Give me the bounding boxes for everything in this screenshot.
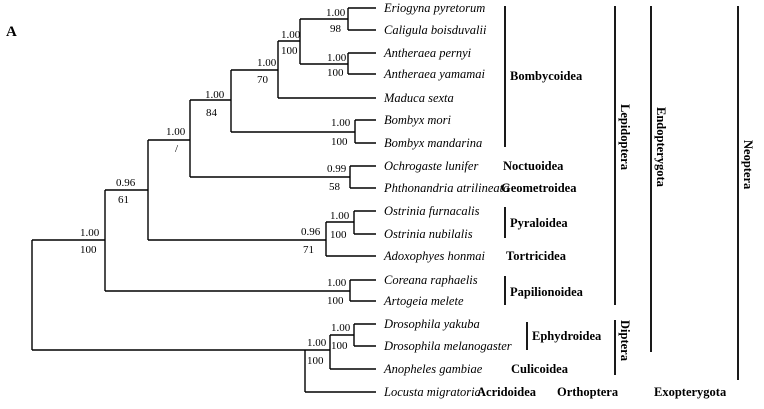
bootstrap-value: /: [175, 143, 179, 155]
order-groups: Lepidoptera Diptera Orthoptera: [557, 6, 632, 399]
bootstrap-value: 100: [331, 136, 348, 148]
bootstrap-value: 100: [307, 355, 324, 367]
superfamily-label: Tortricidea: [506, 249, 567, 263]
taxon-label: Drosophila melanogaster: [383, 339, 512, 353]
posterior-probability: 0.96: [116, 177, 136, 189]
superfamily-label: Pyraloidea: [510, 216, 568, 230]
bootstrap-value: 84: [206, 107, 218, 119]
superfamily-groups: Bombycoidea Noctuoidea Geometroidea Pyra…: [477, 6, 602, 399]
bootstrap-value: 70: [257, 74, 269, 86]
bootstrap-value: 100: [327, 295, 344, 307]
posterior-probability: 1.00: [326, 7, 346, 19]
taxon-label: Adoxophyes honmai: [383, 249, 486, 263]
posterior-probability: 1.00: [307, 337, 327, 349]
taxon-label: Drosophila yakuba: [383, 317, 480, 331]
bootstrap-value: 61: [118, 194, 129, 206]
bootstrap-value: 100: [80, 244, 97, 256]
taxon-label: Anopheles gambiae: [383, 362, 483, 376]
cohort-label: Neoptera: [741, 140, 755, 190]
posterior-probability: 1.00: [327, 277, 347, 289]
order-label: Lepidoptera: [618, 104, 632, 171]
division-label: Endopterygota: [654, 107, 668, 188]
superfamily-label: Ephydroidea: [532, 329, 602, 343]
posterior-probability: 1.00: [327, 52, 347, 64]
superfamily-label: Papilionoidea: [510, 285, 584, 299]
bootstrap-value: 98: [330, 23, 342, 35]
superfamily-label: Bombycoidea: [510, 69, 583, 83]
taxon-label: Ostrinia nubilalis: [384, 227, 473, 241]
posterior-probability: 1.00: [257, 57, 277, 69]
taxon-label: Maduca sexta: [383, 91, 454, 105]
bootstrap-value: 100: [327, 67, 344, 79]
bootstrap-value: 58: [329, 181, 341, 193]
superfamily-label: Noctuoidea: [503, 159, 564, 173]
posterior-probability: 1.00: [331, 117, 351, 129]
taxon-label: Eriogyna pyretorum: [383, 1, 485, 15]
taxon-label: Caligula boisduvalii: [384, 23, 487, 37]
taxon-label: Ochrogaste lunifer: [384, 159, 478, 173]
node-support-values: 1.00 98 1.00 100 1.00 100 1.00 70 1.00 1…: [80, 7, 351, 367]
taxon-labels: Eriogyna pyretorum Caligula boisduvalii …: [383, 1, 512, 399]
taxon-label: Phthonandria atrilineata: [383, 181, 509, 195]
posterior-probability: 0.96: [301, 226, 321, 238]
posterior-probability: 1.00: [80, 227, 100, 239]
posterior-probability: 1.00: [281, 29, 301, 41]
order-label: Diptera: [618, 320, 632, 362]
bootstrap-value: 100: [331, 340, 348, 352]
posterior-probability: 1.00: [166, 126, 186, 138]
taxon-label: Bombyx mori: [384, 113, 452, 127]
order-label: Orthoptera: [557, 385, 619, 399]
taxon-label: Locusta migratoria: [383, 385, 481, 399]
division-groups: Endopterygota Exopterygota Neoptera: [650, 6, 755, 399]
taxon-label: Antheraea pernyi: [383, 46, 472, 60]
bootstrap-value: 100: [281, 45, 298, 57]
bootstrap-value: 100: [330, 229, 347, 241]
superfamily-label: Culicoidea: [511, 362, 569, 376]
taxon-label: Bombyx mandarina: [384, 136, 482, 150]
division-label: Exopterygota: [654, 385, 727, 399]
taxon-label: Coreana raphaelis: [384, 273, 478, 287]
taxon-label: Antheraea yamamai: [383, 67, 486, 81]
taxon-label: Ostrinia furnacalis: [384, 204, 480, 218]
posterior-probability: 1.00: [330, 210, 350, 222]
posterior-probability: 1.00: [205, 89, 225, 101]
bootstrap-value: 71: [303, 244, 314, 256]
tree-branches: [31, 7, 376, 393]
superfamily-label: Geometroidea: [501, 181, 577, 195]
taxon-label: Artogeia melete: [383, 294, 464, 308]
superfamily-label: Acridoidea: [477, 385, 537, 399]
posterior-probability: 1.00: [331, 322, 351, 334]
posterior-probability: 0.99: [327, 163, 347, 175]
panel-label: A: [6, 24, 17, 40]
